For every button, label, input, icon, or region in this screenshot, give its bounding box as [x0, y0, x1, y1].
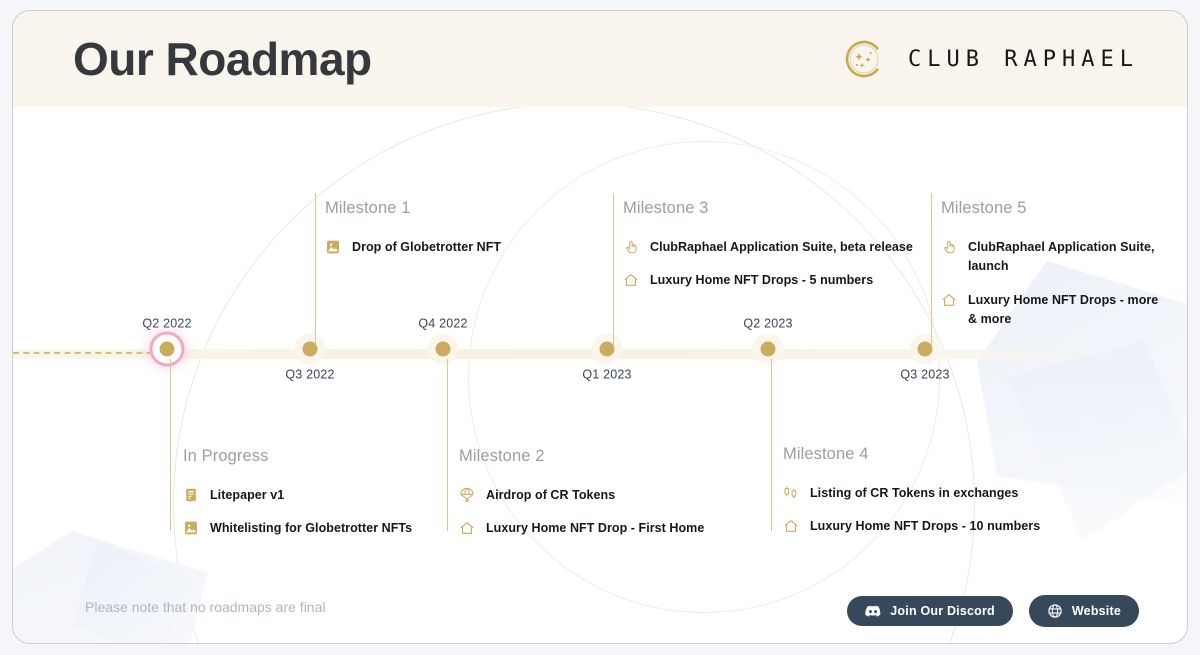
crescent-sparkle-logo-icon	[842, 37, 886, 81]
milestone-5-title: Milestone 5	[941, 199, 1027, 217]
in-progress-block: In Progress Litepaper v1 Whitelisting fo…	[183, 447, 453, 539]
timeline-node-dot[interactable]	[599, 341, 615, 357]
milestone-item: Airdrop of CR Tokens	[459, 486, 759, 505]
milestone-item: Luxury Home NFT Drops - more & more	[941, 291, 1166, 330]
image-icon	[325, 238, 341, 255]
tap-hand-icon	[623, 238, 639, 255]
milestone-item: Whitelisting for Globetrotter NFTs	[183, 519, 453, 538]
timeline-node-dot[interactable]	[302, 341, 318, 357]
milestone-item-text: Luxury Home NFT Drops - 5 numbers	[650, 273, 874, 288]
milestone-3-block: Milestone 3 ClubRaphael Application Suit…	[623, 199, 933, 291]
milestone-4-title: Milestone 4	[783, 445, 869, 463]
exchange-listing-icon	[783, 484, 799, 501]
milestone-connector-line	[613, 193, 615, 345]
timeline-node-label: Q2 2023	[743, 316, 793, 331]
timeline-node-label: Q2 2022	[142, 316, 192, 331]
milestone-item: Luxury Home NFT Drops - 5 numbers	[623, 271, 933, 290]
in-progress-title: In Progress	[183, 447, 269, 465]
timeline-node-q1-2023[interactable]: Q1 2023	[582, 341, 631, 382]
button-label: Join Our Discord	[890, 604, 995, 618]
roadmap-card: Our Roadmap CLUB RAPHAEL Q2	[12, 10, 1188, 644]
milestone-item-text: Airdrop of CR Tokens	[486, 488, 616, 502]
footer-actions: Join Our Discord Website	[847, 595, 1139, 627]
milestone-item: Luxury Home NFT Drops - 10 numbers	[783, 517, 1083, 536]
website-button[interactable]: Website	[1028, 595, 1139, 627]
milestone-connector-line	[315, 193, 317, 345]
join-our-discord-button[interactable]: Join Our Discord	[847, 596, 1013, 626]
timeline-node-dot-active[interactable]	[159, 341, 175, 357]
milestone-item-text: ClubRaphael Application Suite, beta rele…	[650, 240, 913, 254]
background-polygon-left-small	[73, 541, 193, 643]
milestone-item: Litepaper v1	[183, 486, 453, 505]
home-icon	[623, 271, 639, 288]
timeline-node-q4-2022[interactable]: Q4 2022	[418, 317, 467, 357]
timeline-node-label: Q4 2022	[418, 316, 468, 331]
milestone-2-block: Milestone 2 Airdrop of CR Tokens Luxury …	[459, 447, 759, 539]
milestone-3-title: Milestone 3	[623, 199, 709, 217]
milestone-connector-line	[170, 359, 172, 531]
milestone-1-block: Milestone 1 Drop of Globetrotter NFT	[325, 199, 625, 257]
timeline-node-dot[interactable]	[435, 341, 451, 357]
brand-lockup: CLUB RAPHAEL	[842, 37, 1139, 81]
milestone-1-title: Milestone 1	[325, 199, 411, 217]
background-polygon-left	[13, 531, 208, 643]
milestone-5-block: Milestone 5 ClubRaphael Application Suit…	[941, 199, 1166, 330]
in-progress-items: Litepaper v1 Whitelisting for Globetrott…	[183, 486, 453, 539]
timeline-node-label: Q3 2023	[900, 367, 950, 382]
milestone-item-text: Luxury Home NFT Drops - more & more	[968, 292, 1159, 327]
timeline-node-q3-2023[interactable]: Q3 2023	[900, 341, 949, 382]
milestone-item: ClubRaphael Application Suite, beta rele…	[623, 238, 933, 257]
milestone-connector-line	[447, 359, 449, 531]
milestone-item: ClubRaphael Application Suite, launch	[941, 238, 1166, 277]
milestone-item: Luxury Home NFT Drop - First Home	[459, 519, 759, 538]
milestone-2-title: Milestone 2	[459, 447, 545, 465]
milestone-5-items: ClubRaphael Application Suite, launch Lu…	[941, 238, 1166, 330]
timeline-axis	[13, 349, 1148, 359]
milestone-item: Drop of Globetrotter NFT	[325, 238, 625, 257]
milestone-connector-line	[771, 359, 773, 531]
timeline-node-q2-2023[interactable]: Q2 2023	[743, 317, 792, 357]
milestone-item: Listing of CR Tokens in exchanges	[783, 484, 1083, 503]
timeline-axis-dashed-lead	[13, 352, 163, 354]
milestone-2-items: Airdrop of CR Tokens Luxury Home NFT Dro…	[459, 486, 759, 539]
timeline-node-dot[interactable]	[760, 341, 776, 357]
milestone-item-text: ClubRaphael Application Suite, launch	[968, 240, 1155, 274]
timeline-node-label: Q3 2022	[285, 367, 335, 382]
page-title: Our Roadmap	[73, 33, 372, 85]
discord-icon	[865, 605, 881, 618]
timeline-node-dot[interactable]	[917, 341, 933, 357]
document-icon	[183, 486, 199, 503]
milestone-item-text: Litepaper v1	[210, 488, 285, 502]
milestone-item-text: Luxury Home NFT Drops - 10 numbers	[810, 519, 1041, 534]
header-bar: Our Roadmap CLUB RAPHAEL	[13, 11, 1187, 107]
milestone-item-text: Whitelisting for Globetrotter NFTs	[210, 521, 413, 536]
milestone-4-items: Listing of CR Tokens in exchanges Luxury…	[783, 484, 1083, 537]
home-icon	[941, 291, 957, 308]
footer-note: Please note that no roadmaps are final	[85, 599, 326, 615]
milestone-3-items: ClubRaphael Application Suite, beta rele…	[623, 238, 933, 291]
globe-icon	[1047, 603, 1063, 619]
milestone-item-text: Listing of CR Tokens in exchanges	[810, 486, 1019, 500]
button-label: Website	[1071, 604, 1121, 618]
milestone-1-items: Drop of Globetrotter NFT	[325, 238, 625, 257]
milestone-item-text: Drop of Globetrotter NFT	[352, 240, 502, 254]
home-icon	[459, 519, 475, 536]
image-icon	[183, 519, 199, 536]
milestone-item-text: Luxury Home NFT Drop - First Home	[486, 521, 705, 536]
tap-hand-icon	[941, 238, 957, 255]
timeline-node-q3-2022[interactable]: Q3 2022	[285, 341, 334, 382]
home-icon	[783, 517, 799, 534]
parachute-icon	[459, 486, 475, 503]
brand-name: CLUB RAPHAEL	[908, 46, 1139, 72]
milestone-4-block: Milestone 4 Listing of CR Tokens in exch…	[783, 445, 1083, 537]
timeline-node-label: Q1 2023	[582, 367, 632, 382]
timeline-node-q2-2022[interactable]: Q2 2022	[142, 317, 191, 357]
milestone-connector-line	[931, 193, 933, 345]
